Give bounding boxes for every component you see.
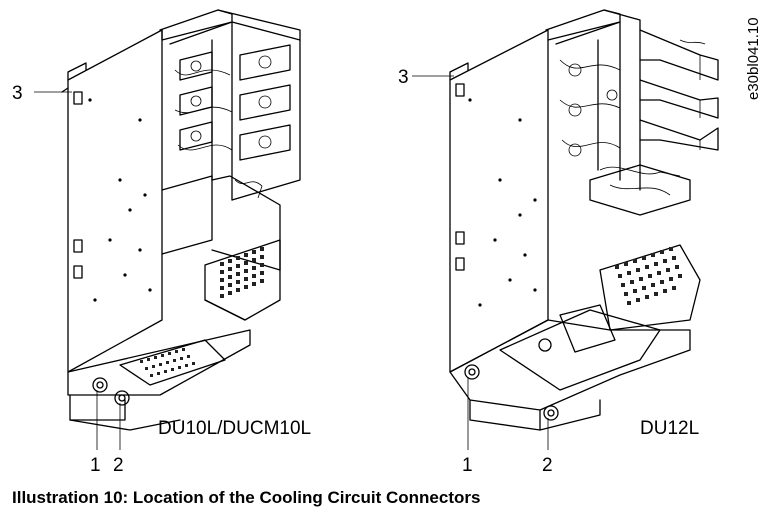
left-drive-unit-drawing: [61, 9, 301, 431]
left-unit-name: DU10L/DUCM10L: [158, 418, 311, 439]
right-fan-grille: [615, 247, 682, 305]
left-callout-3: 3: [12, 83, 23, 104]
right-callout-2: 2: [542, 455, 553, 476]
left-callout-2: 2: [113, 455, 124, 476]
figure-caption: Illustration 10: Location of the Cooling…: [12, 488, 481, 507]
cooling-connector-diagram: 3 1 2 DU10L/DUCM10L 3 1 2 DU12L e30bl041…: [12, 9, 762, 476]
left-callout-1: 1: [90, 455, 101, 476]
left-bottom-grille: [140, 348, 195, 377]
right-callout-3: 3: [398, 67, 409, 88]
right-drive-unit-drawing: [449, 9, 719, 431]
image-code: e30bl041.10: [745, 17, 762, 100]
right-callout-1: 1: [462, 455, 473, 476]
right-unit-name: DU12L: [640, 418, 699, 439]
left-fan-grille: [220, 247, 264, 298]
